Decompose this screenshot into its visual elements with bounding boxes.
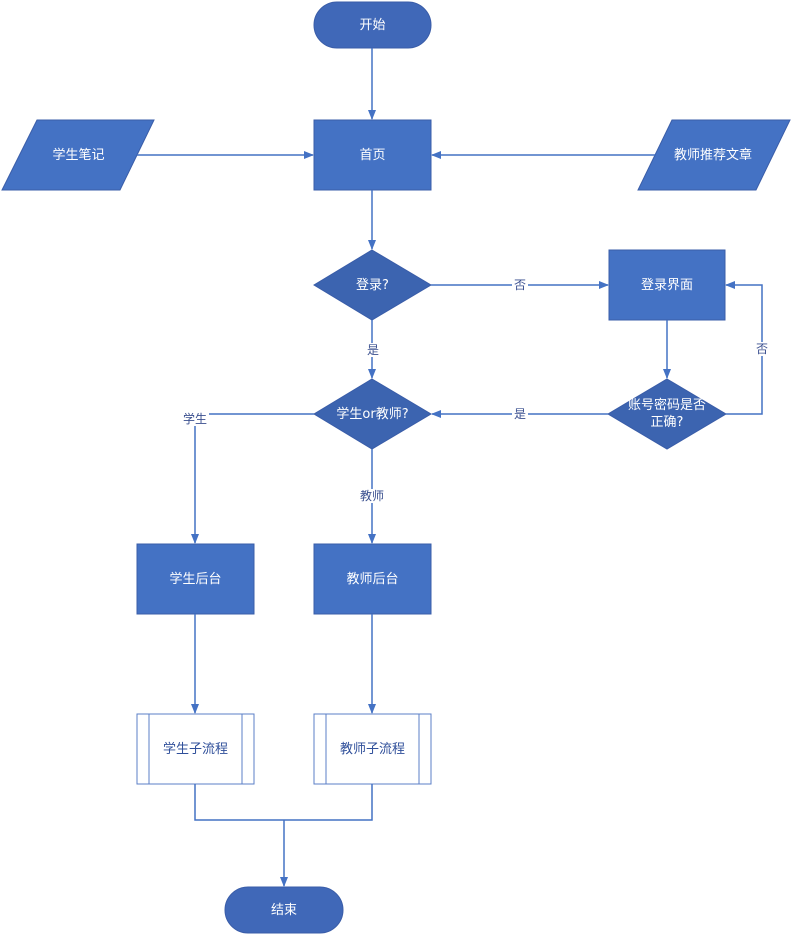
teacher-backend-label: 教师后台: [346, 571, 399, 587]
credentials-decision-label: 账号密码是否正确?: [627, 398, 706, 430]
end-label: 结束: [270, 902, 297, 918]
student-notes-label: 学生笔记: [52, 147, 105, 163]
end-terminator[interactable]: [224, 886, 344, 934]
role-decision-label: 学生or教师?: [336, 406, 409, 422]
student-backend-label: 学生后台: [169, 571, 222, 587]
home-process[interactable]: [313, 119, 432, 191]
edge-label-role-student: 学生: [181, 412, 210, 426]
teacher-articles-data[interactable]: [637, 119, 791, 191]
edge-role-student: [191, 413, 314, 544]
credentials-decision[interactable]: [607, 378, 727, 450]
edge-label-credentials-yes: 是: [512, 407, 529, 421]
student-notes-data[interactable]: [1, 119, 155, 191]
edge-label-login-no: 否: [512, 278, 529, 292]
teacher-subprocess[interactable]: [313, 713, 432, 785]
student-subflow-label: 学生子流程: [162, 741, 228, 757]
start-label: 开始: [359, 17, 386, 33]
edge-subflows-merge: [194, 784, 373, 821]
edge-label-login-yes: 是: [365, 343, 382, 357]
edge-label-role-teacher: 教师: [358, 489, 387, 503]
student-backend-process[interactable]: [136, 543, 255, 615]
student-subprocess[interactable]: [136, 713, 255, 785]
login-page-label: 登录界面: [640, 277, 693, 293]
login-decision-label: 登录?: [356, 277, 389, 293]
home-label: 首页: [359, 147, 386, 163]
teacher-articles-label: 教师推荐文章: [673, 147, 752, 163]
teacher-backend-process[interactable]: [313, 543, 432, 615]
teacher-subflow-label: 教师子流程: [339, 741, 405, 757]
edge-label-credentials-no: 否: [754, 342, 771, 356]
